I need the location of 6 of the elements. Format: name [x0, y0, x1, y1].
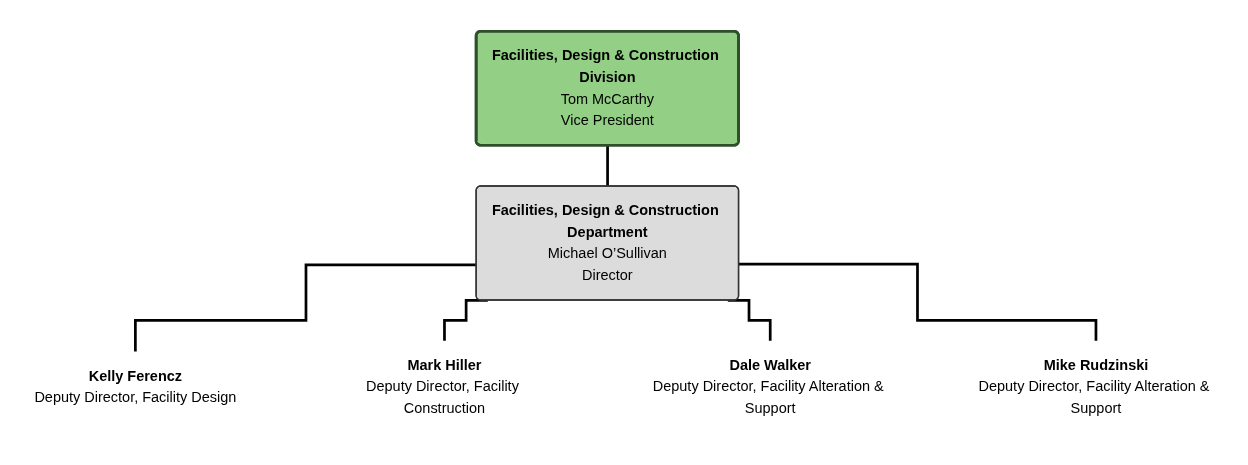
node-text: Dale Walker Deputy Director, Facility Alteration & Support: [652, 357, 884, 417]
node-text: Mark Hiller Deputy Director, Facility Construction: [366, 357, 519, 417]
connector: [739, 263, 1098, 343]
connector: [134, 263, 477, 354]
node-text: Kelly Ferencz Deputy Director, Facility Design: [34, 368, 237, 406]
node-text: Mike Rudzinski Deputy Director, Facility Alteration & Support: [978, 357, 1210, 417]
